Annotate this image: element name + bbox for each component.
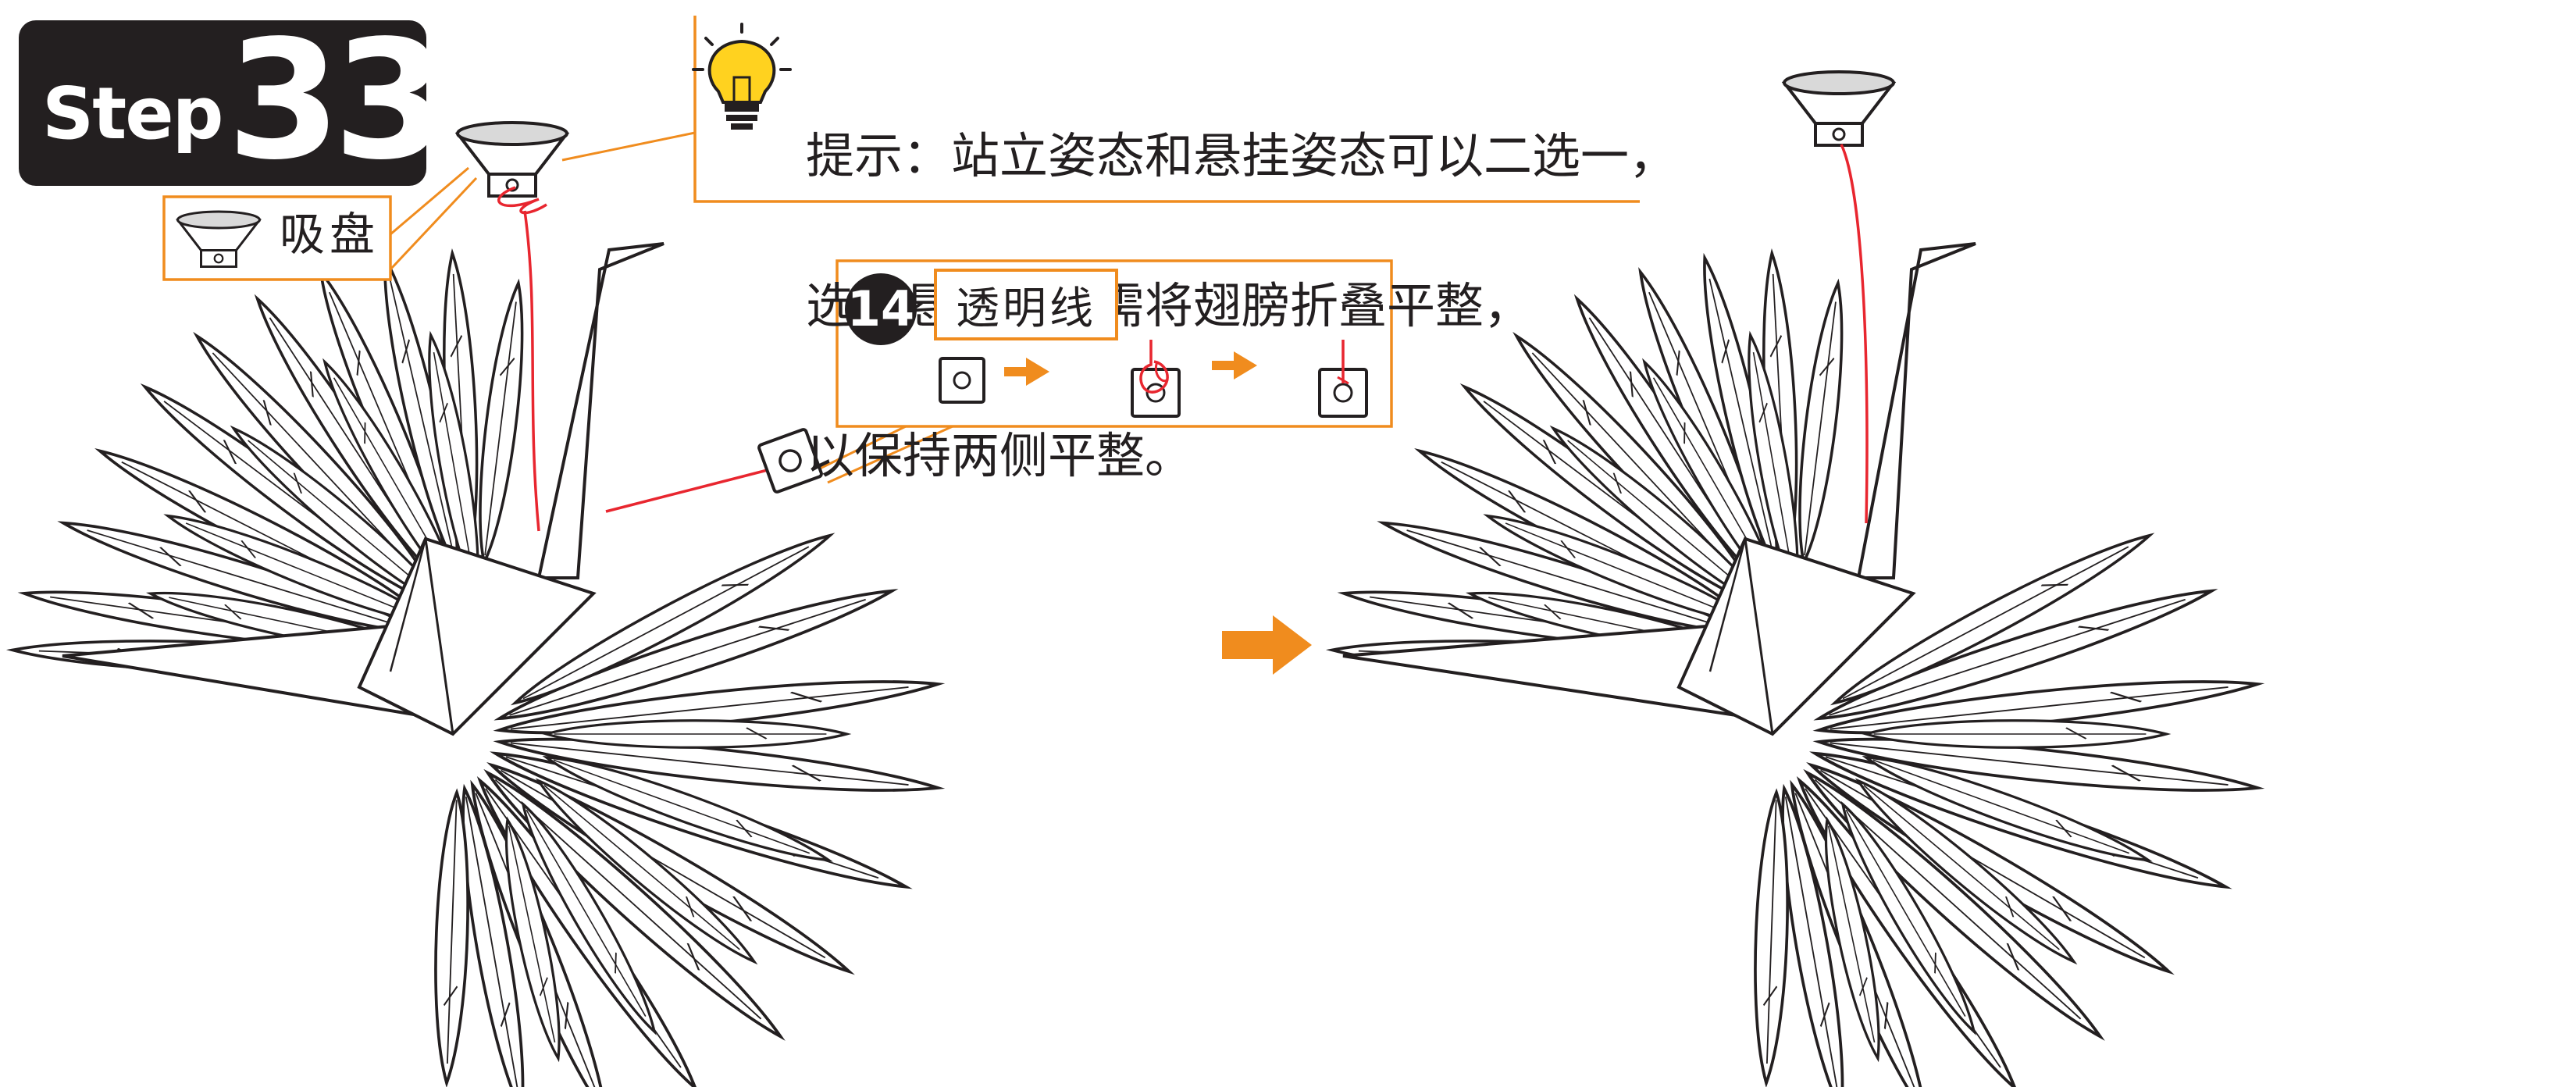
lightbulb-icon: [692, 23, 792, 130]
tip-text: 提示：站立姿态和悬挂姿态可以二选一， 选择悬挂姿态需将翅膀折叠平整， 以保持两侧…: [806, 31, 1677, 581]
step-word: Step: [42, 72, 223, 155]
tip-frame: [693, 16, 1640, 203]
cup-leader-lines: [389, 166, 478, 271]
detail-number-badge: 14: [845, 273, 917, 345]
tip-line-1: 提示：站立姿态和悬挂姿态可以二选一，: [806, 127, 1678, 184]
detail-leader-lines: [819, 425, 953, 484]
suction-cup-icon: [456, 121, 568, 198]
crane-hanging-right: [1332, 242, 2259, 1087]
eyelet-step-2-icon: [1131, 340, 1181, 418]
arrow-right-icon: [1212, 351, 1257, 380]
thread-lines: [497, 144, 1869, 532]
transition-arrow-icon: [1222, 615, 1312, 675]
arrow-right-icon: [1004, 358, 1049, 386]
suction-cup-hanging-right: [1783, 70, 1895, 147]
tip-line-3: 以保持两侧平整。: [806, 427, 1194, 484]
eyelet-step-1-icon: [939, 357, 985, 404]
eyelet-step-3-icon: [1318, 340, 1368, 418]
step-number: 33: [226, 5, 447, 196]
step-badge: Step 33: [19, 19, 447, 186]
eyelet-tie-sequence: [939, 340, 1368, 418]
crane-neck-right: [1856, 242, 1976, 579]
crane-standing-left: [12, 242, 939, 1087]
transparent-thread-label: 透明线: [934, 269, 1118, 340]
crane-neck-left: [536, 242, 664, 579]
eyelet-on-crane: [757, 428, 823, 494]
tip-line-2: 选择悬挂姿态需将翅膀折叠平整，: [806, 277, 1533, 334]
suction-cup-label: 吸盘: [280, 208, 380, 261]
